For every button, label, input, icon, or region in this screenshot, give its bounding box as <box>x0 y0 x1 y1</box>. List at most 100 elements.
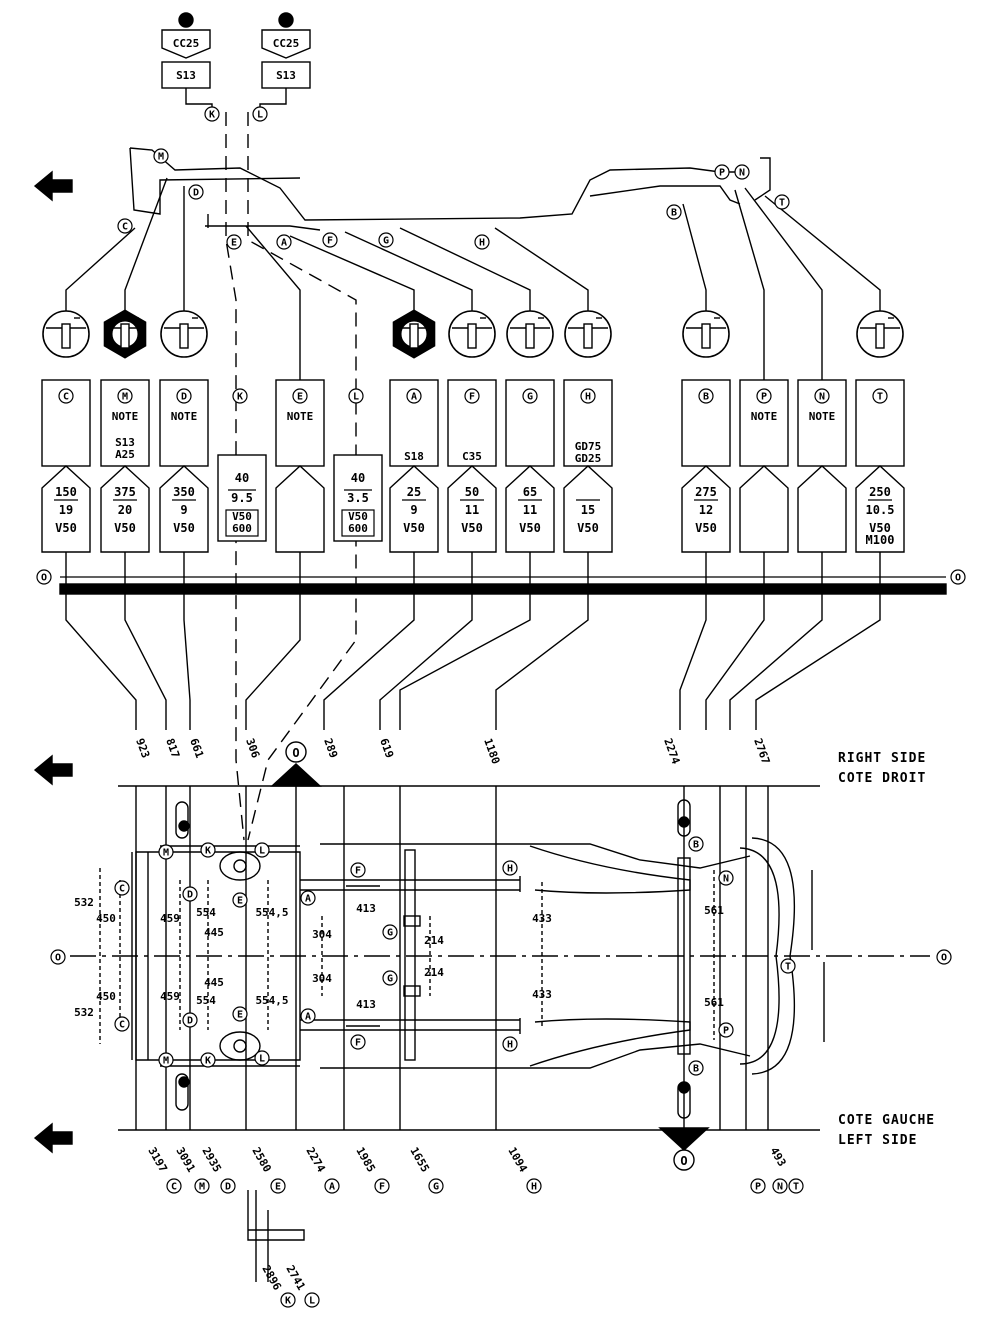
card-note: NOTE <box>809 410 836 423</box>
card-note: NOTE <box>751 410 778 423</box>
bottom-dimension: 1985 <box>353 1145 378 1174</box>
plan-marker-A-ring <box>300 890 316 906</box>
bottom-marker-F: F <box>379 1182 385 1193</box>
plan-marker-C: C <box>119 884 125 895</box>
plan-dimension: 413 <box>356 998 376 1011</box>
profile-marker-A: A <box>281 238 287 249</box>
card-marker-N: N <box>819 392 825 403</box>
plan-marker-E: E <box>237 896 243 907</box>
torque-tag-C <box>41 465 91 553</box>
plan-marker-M: M <box>163 848 169 859</box>
card-marker-C: C <box>63 392 69 403</box>
torque-value: 350 <box>173 485 195 499</box>
bottom-marker-T-ring <box>788 1178 804 1194</box>
plan-marker-D: D <box>187 890 193 901</box>
plan-marker-G: G <box>387 974 393 985</box>
torque-grade: V50 <box>173 521 195 535</box>
plan-dimension: 433 <box>532 912 552 925</box>
profile-marker-E-ring <box>226 234 242 250</box>
bottom-dimension: 1094 <box>505 1145 530 1175</box>
bottom-marker-T: T <box>793 1182 799 1193</box>
torque-tag-A <box>389 465 439 553</box>
profile-marker-H: H <box>479 238 485 249</box>
bottom-dimension: 2580 <box>249 1145 274 1174</box>
datum-o-plan-right-ring <box>936 949 952 965</box>
profile-marker-C: C <box>122 222 128 233</box>
card-extra: S13 <box>115 436 135 449</box>
profile-marker-H-ring <box>474 234 490 250</box>
torque-grade: V50 <box>114 521 136 535</box>
plan-marker-P: P <box>723 1026 729 1037</box>
plan-marker-M: M <box>163 1056 169 1067</box>
profile-marker-M-ring <box>153 148 169 164</box>
profile-marker-E: E <box>231 238 237 249</box>
torque-grade: V50 <box>403 521 425 535</box>
card-marker-L-ring <box>348 388 364 404</box>
bottom-marker-P: P <box>755 1182 761 1193</box>
top-dimension: 289 <box>321 737 340 760</box>
profile-marker-G-ring <box>378 232 394 248</box>
bottom-marker-N: N <box>777 1182 783 1193</box>
torque-angle: 19 <box>59 503 73 517</box>
plan-marker-D: D <box>187 1016 193 1027</box>
card-extra: GD25 <box>575 452 602 465</box>
plan-marker-K-ring <box>200 842 216 858</box>
plan-dimension: 214 <box>424 934 444 947</box>
plan-dimension: 450 <box>96 912 116 925</box>
torque-value: 375 <box>114 485 136 499</box>
plan-dimension: 304 <box>312 928 332 941</box>
card-note: NOTE <box>171 410 198 423</box>
card-extra: S18 <box>404 450 424 463</box>
plan-marker-G: G <box>387 928 393 939</box>
datum-o-top-label: O <box>292 746 299 760</box>
grade-box <box>225 509 259 537</box>
plan-dimension: 304 <box>312 972 332 985</box>
card-marker-D-ring <box>176 388 192 404</box>
card-extra: C35 <box>462 450 482 463</box>
card-marker-E: E <box>297 392 303 403</box>
bottom-marker-F-ring <box>374 1178 390 1194</box>
plan-marker-K: K <box>205 1056 211 1067</box>
right-side-label-fr: COTE DROIT <box>838 771 926 786</box>
torque-value: 50 <box>465 485 479 499</box>
plan-marker-H: H <box>507 864 513 875</box>
card-marker-C-ring <box>58 388 74 404</box>
card-marker-P: P <box>761 392 767 403</box>
bottom-marker-C-ring <box>166 1178 182 1194</box>
plan-marker-G-ring <box>382 924 398 940</box>
plan-dimension: 554 <box>196 906 216 919</box>
plan-marker-K: K <box>205 846 211 857</box>
torque-angle: 10.5 <box>866 503 895 517</box>
bottom-marker-G: G <box>433 1182 439 1193</box>
card-marker-T-ring <box>872 388 888 404</box>
plan-marker-A: A <box>305 1012 311 1023</box>
profile-marker-G: G <box>383 236 389 247</box>
bottom-marker-E-ring <box>270 1178 286 1194</box>
card-marker-D: D <box>181 392 187 403</box>
torque-angle: 9 <box>410 503 417 517</box>
datum-o-top <box>285 741 307 763</box>
bottom-marker-A: A <box>329 1182 335 1193</box>
plan-marker-L: L <box>259 846 265 857</box>
torque-tag-D <box>159 465 209 553</box>
plan-marker-L-ring <box>254 842 270 858</box>
torque-grade: V50 <box>55 521 77 535</box>
bottom-marker-A-ring <box>324 1178 340 1194</box>
bottom-marker-M-ring <box>194 1178 210 1194</box>
plan-marker-M-ring <box>158 1052 174 1068</box>
torque-value: 40 <box>351 471 365 485</box>
card-marker-L: L <box>353 392 359 403</box>
top-dimension: 661 <box>187 737 206 760</box>
plan-marker-B-ring <box>688 836 704 852</box>
card-marker-T: T <box>877 392 883 403</box>
card-marker-A-ring <box>406 388 422 404</box>
bottom-extra-marker-K: K <box>285 1296 291 1307</box>
datum-o-left: O <box>41 573 47 584</box>
torque-value: 65 <box>523 485 537 499</box>
plan-marker-M-ring <box>158 844 174 860</box>
left-side-label: LEFT SIDE <box>838 1133 917 1148</box>
plan-marker-G-ring <box>382 970 398 986</box>
torque-angle: 20 <box>118 503 132 517</box>
arrow-left-icon <box>33 1122 73 1154</box>
